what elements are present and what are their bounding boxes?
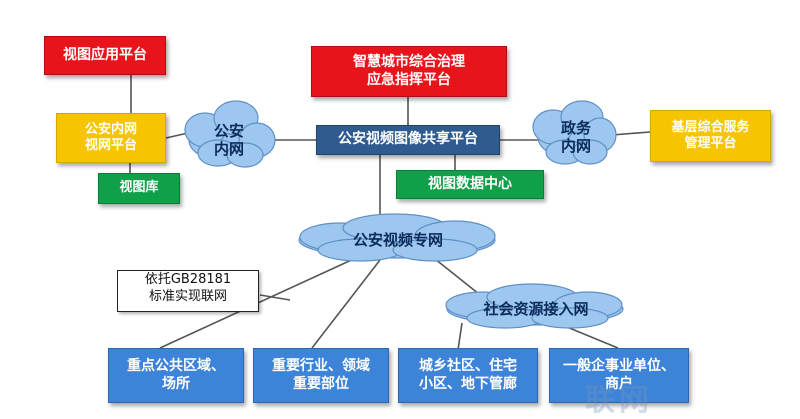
bottom-box-communities: 城乡社区、住宅 小区、地下管廊 (398, 348, 538, 403)
bottom-box-public-areas: 重点公共区域、 场所 (108, 348, 244, 403)
left-cloud-label: 公安 内网 (213, 122, 244, 158)
view-library: 视图库 (98, 173, 180, 204)
line-cloud-to-box1 (159, 256, 359, 349)
bottom-box-key-industries: 重要行业、领域 重要部位 (253, 348, 389, 403)
watermark-text: 联网 (585, 383, 653, 418)
line-cloud-to-box2 (311, 259, 381, 349)
callout-pointer (259, 294, 291, 301)
social-cloud-icon (445, 283, 624, 329)
line-left-platform-to-cloud (165, 132, 189, 139)
view-data-center: 视图数据中心 (396, 170, 544, 199)
view-application-platform: 视图应用平台 (44, 36, 166, 75)
left-cloud-icon (184, 100, 276, 168)
gb28181-callout: 依托GB28181 标准实现联网 (117, 270, 259, 312)
line-right-cloud-to-platform (611, 131, 651, 136)
right-cloud-label: 政务 内网 (560, 119, 591, 155)
right-cloud-icon (532, 100, 617, 165)
center-cloud-label: 公安视频专网 (352, 231, 443, 249)
police-video-sharing-platform: 公安视频图像共享平台 (316, 125, 500, 155)
bottom-box-enterprises: 一般企事业单位、 商户 (549, 348, 689, 403)
center-cloud-icon (298, 213, 496, 262)
line-social-to-box3 (457, 322, 463, 351)
police-intranet-platform: 公安内网 视网平台 (56, 113, 166, 163)
emergency-command-platform: 智慧城市综合治理 应急指挥平台 (311, 46, 507, 97)
social-cloud-label: 社会资源接入网 (483, 300, 589, 318)
grassroots-service-platform: 基层综合服务 管理平台 (650, 110, 771, 162)
line-cloud-to-social (429, 254, 485, 299)
